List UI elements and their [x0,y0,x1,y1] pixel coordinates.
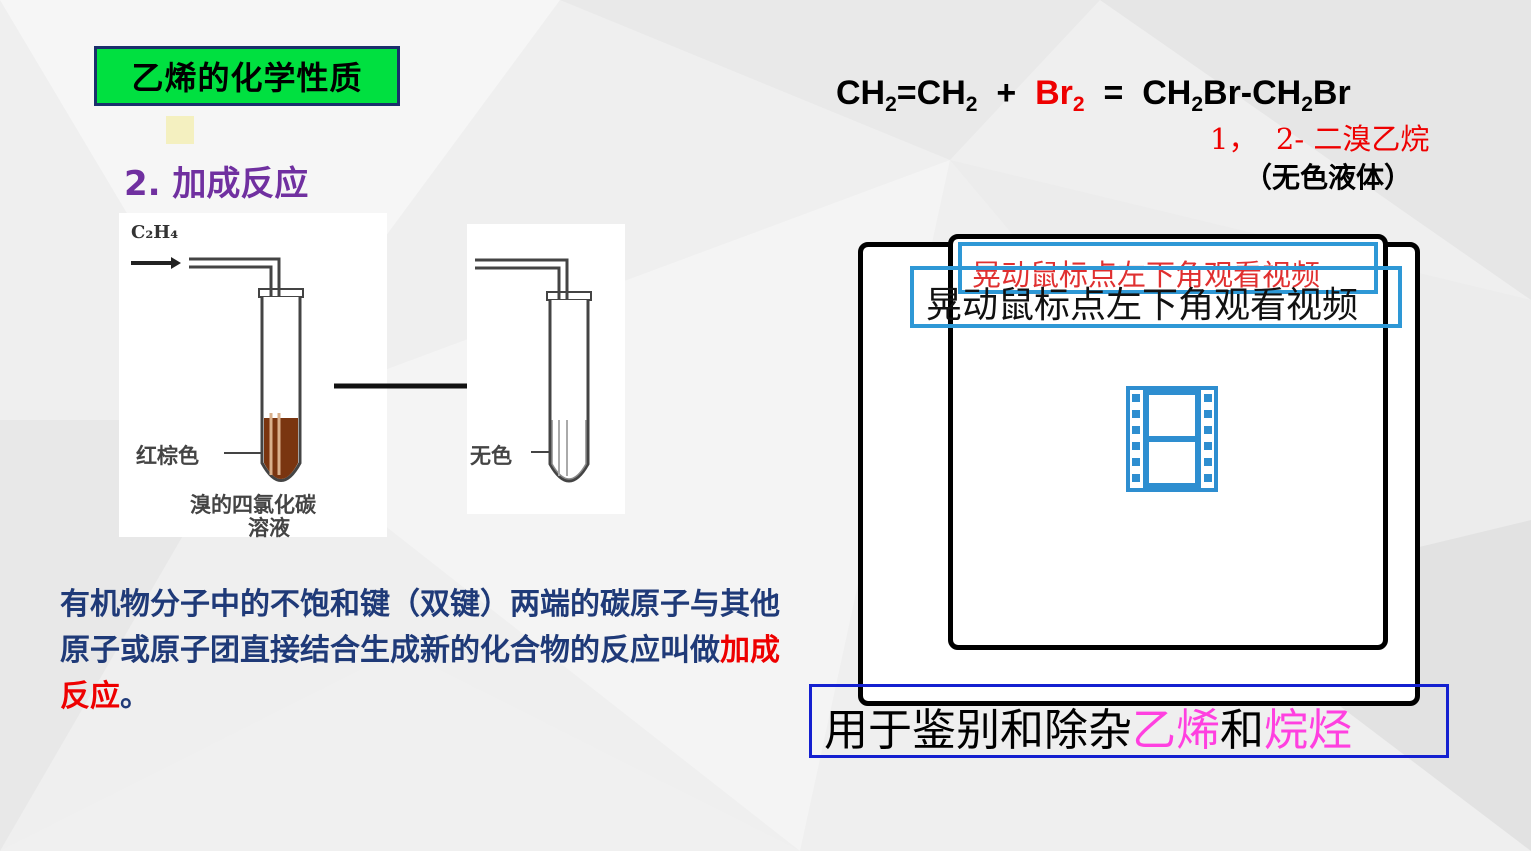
section-subtitle: 2. 加成反应 [124,164,309,204]
product-name: 1， 2- 二溴乙烷 [1210,122,1430,156]
eq-part: = CH [1084,74,1192,112]
eq-subscript: 2 [1072,93,1085,116]
eq-subscript: 2 [1191,93,1204,116]
test-tube-before-drawing [131,257,304,482]
usage-box [809,684,1449,758]
definition-text: 有机物分子中的不饱和键（双键）两端的碳原子与其他原子或原子团直接结合生成新的化合… [60,582,800,720]
usage-highlight-alkane: 烷烃 [1264,705,1352,756]
video-hint-black: 晃动鼠标点左下角观看视频 [926,285,1359,326]
decorative-square [166,116,194,144]
left-color-label: 红棕色 [136,444,199,468]
eq-subscript: 2 [885,93,897,116]
video-hint-red: 晃动鼠标点左下角观看视频 [972,258,1321,292]
film-icon[interactable] [1126,386,1218,492]
product-state: （无色液体） [1244,161,1413,194]
definition-body: 有机物分子中的不饱和键（双键）两端的碳原子与其他原子或原子团直接结合生成新的化合… [60,587,780,668]
eq-part: CH [836,74,886,112]
eq-part: =CH [896,74,966,112]
eq-subscript: 2 [1301,93,1313,116]
test-tube-after-drawing [475,258,592,483]
eq-part: Br-CH [1203,74,1302,112]
eq-subscript: 2 [965,93,978,116]
right-color-label: 无色 [470,444,512,468]
chemical-equation: CH2=CH2 + Br2 = CH2Br-CH2Br [836,74,1351,117]
usage-text-1: 用于鉴别和除杂 [824,705,1132,756]
solution-label-1: 溴的四氯化碳 [190,493,316,517]
eq-part: + [977,74,1036,112]
slide-title: 乙烯的化学性质 [94,46,400,106]
gas-label: C₂H₄ [131,222,179,243]
video-hint-box-black [910,266,1402,328]
eq-bromine: Br [1035,74,1073,112]
definition-end: 。 [120,679,150,714]
definition-highlight: 加成反应 [60,633,780,714]
usage-text-2: 和 [1220,705,1264,756]
test-tube-figure-before [119,213,387,537]
test-tube-figure-after [467,224,625,514]
eq-part: Br [1312,74,1351,112]
solution-label-2: 溶液 [248,516,290,540]
usage-highlight-ethylene: 乙烯 [1132,705,1220,756]
usage-text: 用于鉴别和除杂乙烯和烷烃 [824,694,1352,758]
